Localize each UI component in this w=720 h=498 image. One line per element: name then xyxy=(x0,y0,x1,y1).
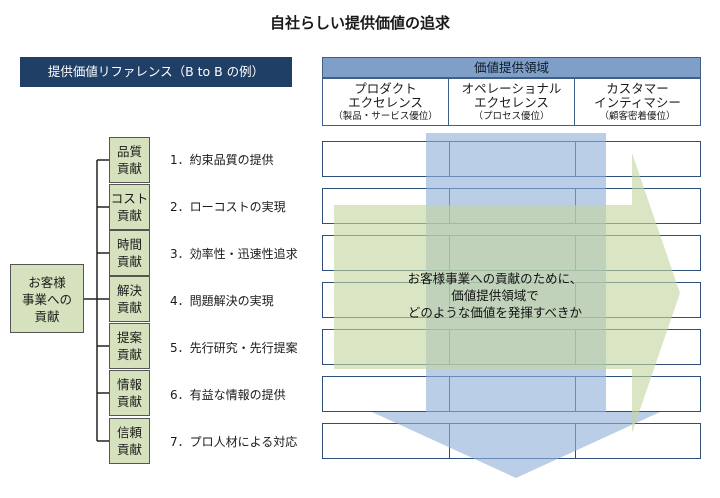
value-item-3: 3．効率性・迅速性追求 xyxy=(170,247,298,261)
domain-column-operational: オペレーショナル エクセレンス （プロセス優位） xyxy=(448,78,575,126)
category-solution: 解決 貢献 xyxy=(109,276,150,322)
category-line1: 時間 xyxy=(116,237,142,252)
right-arrow-shape xyxy=(334,153,680,433)
value-item-2: 2．ローコストの実現 xyxy=(170,200,286,214)
value-domain-header: 価値提供領域 xyxy=(322,57,701,78)
main-label-line3: 貢献 xyxy=(34,309,60,324)
connector-lines xyxy=(84,159,109,442)
domain-column-product: プロダクト エクセレンス （製品・サービス優位） xyxy=(322,78,449,126)
category-time: 時間 貢献 xyxy=(109,230,150,276)
central-question-line2: 価値提供領域で xyxy=(451,288,539,303)
category-line1: コスト xyxy=(110,191,149,206)
domain-column-sub: （プロセス優位） xyxy=(473,111,550,122)
customer-contribution-box: お客様 事業への 貢献 xyxy=(10,264,84,333)
value-item-5: 5．先行研究・先行提案 xyxy=(170,341,298,355)
domain-column-line2: インティマシー xyxy=(594,95,681,110)
category-quality: 品質 貢献 xyxy=(109,137,150,183)
category-proposal: 提案 貢献 xyxy=(109,323,150,369)
category-line2: 貢献 xyxy=(116,161,142,176)
domain-column-line1: カスタマー xyxy=(606,81,669,96)
category-line2: 貢献 xyxy=(116,300,142,315)
category-line1: 信頼 xyxy=(116,425,142,440)
value-item-1: 1．約束品質の提供 xyxy=(170,153,274,167)
category-line2: 貢献 xyxy=(116,442,142,457)
central-question-line1: お客様事業への貢献のために、 xyxy=(407,271,583,286)
category-cost: コスト 貢献 xyxy=(109,184,150,230)
page-title: 自社らしい提供価値の追求 xyxy=(269,14,450,32)
category-line1: 品質 xyxy=(116,144,142,159)
category-line2: 貢献 xyxy=(116,254,142,269)
domain-column-line1: プロダクト xyxy=(354,81,417,96)
domain-column-sub: （製品・サービス優位） xyxy=(333,111,438,122)
category-line1: 解決 xyxy=(116,283,142,298)
category-line2: 貢献 xyxy=(116,394,142,409)
value-item-7: 7．プロ人材による対応 xyxy=(170,435,298,449)
central-question: お客様事業への貢献のために、 価値提供領域で どのような価値を発揮すべきか xyxy=(360,270,630,321)
category-line1: 情報 xyxy=(116,377,142,392)
domain-column-line2: エクセレンス xyxy=(474,95,549,110)
category-trust: 信頼 貢献 xyxy=(109,418,150,464)
category-information: 情報 貢献 xyxy=(109,370,150,416)
domain-column-line1: オペレーショナル xyxy=(461,81,562,96)
domain-column-line2: エクセレンス xyxy=(348,95,423,110)
main-label-line1: お客様 xyxy=(28,275,66,290)
subtitle-banner: 提供価値リファレンス（B to B の例） xyxy=(20,57,292,87)
domain-column-customer: カスタマー インティマシー （顧客密着優位） xyxy=(574,78,701,126)
category-line1: 提案 xyxy=(116,330,142,345)
value-item-6: 6．有益な情報の提供 xyxy=(170,388,286,402)
domain-column-sub: （顧客密着優位） xyxy=(599,111,676,122)
category-line2: 貢献 xyxy=(116,347,142,362)
central-question-line3: どのような価値を発揮すべきか xyxy=(407,305,583,320)
main-label-line2: 事業への xyxy=(21,292,72,307)
category-line2: 貢献 xyxy=(116,208,142,223)
value-item-4: 4．問題解決の実現 xyxy=(170,294,274,308)
